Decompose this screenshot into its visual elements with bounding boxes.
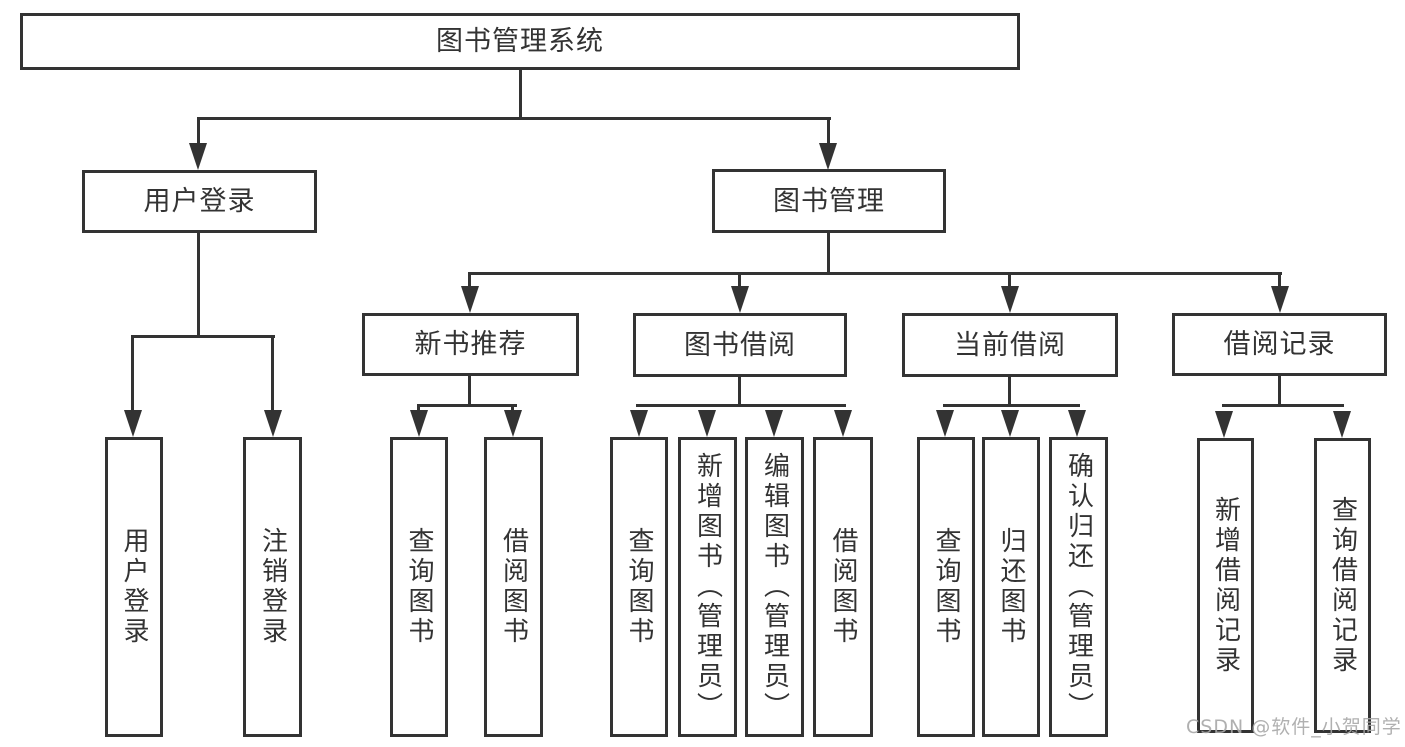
arrow-down-icon — [1333, 411, 1351, 438]
connector-line — [131, 335, 134, 413]
node-leaf-query-book-2: 查询图书 — [610, 437, 668, 737]
connector-line — [738, 272, 741, 290]
arrow-down-icon — [1068, 410, 1086, 437]
connector-line — [519, 69, 522, 119]
node-label: 查询借阅记录 — [1327, 495, 1358, 676]
connector-line — [468, 272, 1282, 275]
node-leaf-confirm-return-admin: 确认归还（管理员） — [1049, 437, 1108, 737]
node-label: 用户登录 — [119, 527, 149, 647]
arrow-down-icon — [189, 143, 207, 170]
node-label: 借阅记录 — [1223, 329, 1336, 360]
node-label: 查询图书 — [624, 527, 654, 647]
connector-line — [738, 377, 741, 407]
connector-line — [197, 117, 831, 120]
node-label: 归还图书 — [996, 527, 1026, 647]
arrow-down-icon — [819, 143, 837, 170]
node-leaf-borrow-book-2: 借阅图书 — [813, 437, 873, 737]
arrow-down-icon — [1271, 286, 1289, 313]
arrow-down-icon — [765, 410, 783, 437]
node-borrow-records: 借阅记录 — [1172, 313, 1387, 376]
connector-line — [131, 335, 275, 338]
arrow-down-icon — [630, 410, 648, 437]
node-leaf-return-book: 归还图书 — [982, 437, 1040, 737]
node-label: 新书推荐 — [414, 329, 527, 360]
arrow-down-icon — [264, 410, 282, 437]
connector-line — [468, 272, 471, 290]
node-user-login: 用户登录 — [82, 170, 317, 233]
arrow-down-icon — [504, 410, 522, 437]
connector-line — [197, 117, 200, 147]
connector-line — [1278, 376, 1281, 407]
csdn-watermark: CSDN @软件_小贺同学 — [1186, 716, 1402, 738]
node-label: 图书管理系统 — [436, 26, 604, 57]
node-book-borrowing: 图书借阅 — [633, 313, 847, 377]
connector-line — [197, 233, 200, 338]
arrow-down-icon — [936, 410, 954, 437]
node-label: 确认归还（管理员） — [1063, 452, 1094, 722]
node-leaf-user-login: 用户登录 — [105, 437, 163, 737]
node-label: 借阅图书 — [828, 527, 858, 647]
node-label: 新增借阅记录 — [1210, 495, 1241, 676]
node-label: 图书借阅 — [684, 329, 796, 361]
arrow-down-icon — [834, 410, 852, 437]
connector-line — [468, 376, 471, 407]
connector-line — [271, 335, 274, 413]
connector-line — [417, 404, 517, 407]
node-leaf-borrow-book-1: 借阅图书 — [484, 437, 543, 737]
node-root: 图书管理系统 — [20, 13, 1020, 70]
connector-line — [1008, 377, 1011, 407]
arrow-down-icon — [1215, 411, 1233, 438]
connector-line — [636, 404, 846, 407]
arrow-down-icon — [731, 286, 749, 313]
node-label: 查询图书 — [404, 527, 434, 647]
connector-line — [1278, 272, 1281, 290]
node-leaf-logout: 注销登录 — [243, 437, 302, 737]
node-label: 注销登录 — [257, 527, 288, 647]
connector-line — [827, 233, 830, 275]
arrow-down-icon — [698, 410, 716, 437]
node-label: 新增图书（管理员） — [692, 452, 723, 722]
arrow-down-icon — [1001, 410, 1019, 437]
node-current-borrowing: 当前借阅 — [902, 313, 1118, 377]
node-leaf-query-borrow-record: 查询借阅记录 — [1314, 438, 1371, 733]
node-label: 编辑图书（管理员） — [759, 452, 790, 722]
node-leaf-add-borrow-record: 新增借阅记录 — [1197, 438, 1254, 733]
node-label: 用户登录 — [143, 186, 256, 217]
node-label: 查询图书 — [931, 527, 961, 647]
arrow-down-icon — [124, 410, 142, 437]
node-leaf-query-book-3: 查询图书 — [917, 437, 975, 737]
node-new-book-recommend: 新书推荐 — [362, 313, 579, 376]
connector-line — [1008, 272, 1011, 290]
node-book-management: 图书管理 — [712, 169, 946, 233]
node-leaf-edit-book-admin: 编辑图书（管理员） — [745, 437, 804, 737]
connector-line — [827, 117, 830, 147]
connector-line — [943, 404, 1080, 407]
node-label: 借阅图书 — [498, 527, 529, 647]
arrow-down-icon — [461, 286, 479, 313]
connector-line — [1222, 404, 1344, 407]
node-label: 当前借阅 — [954, 329, 1066, 361]
arrow-down-icon — [1001, 286, 1019, 313]
node-label: 图书管理 — [773, 185, 885, 217]
node-leaf-add-book-admin: 新增图书（管理员） — [678, 437, 737, 737]
node-leaf-query-book-1: 查询图书 — [390, 437, 448, 737]
arrow-down-icon — [410, 410, 428, 437]
